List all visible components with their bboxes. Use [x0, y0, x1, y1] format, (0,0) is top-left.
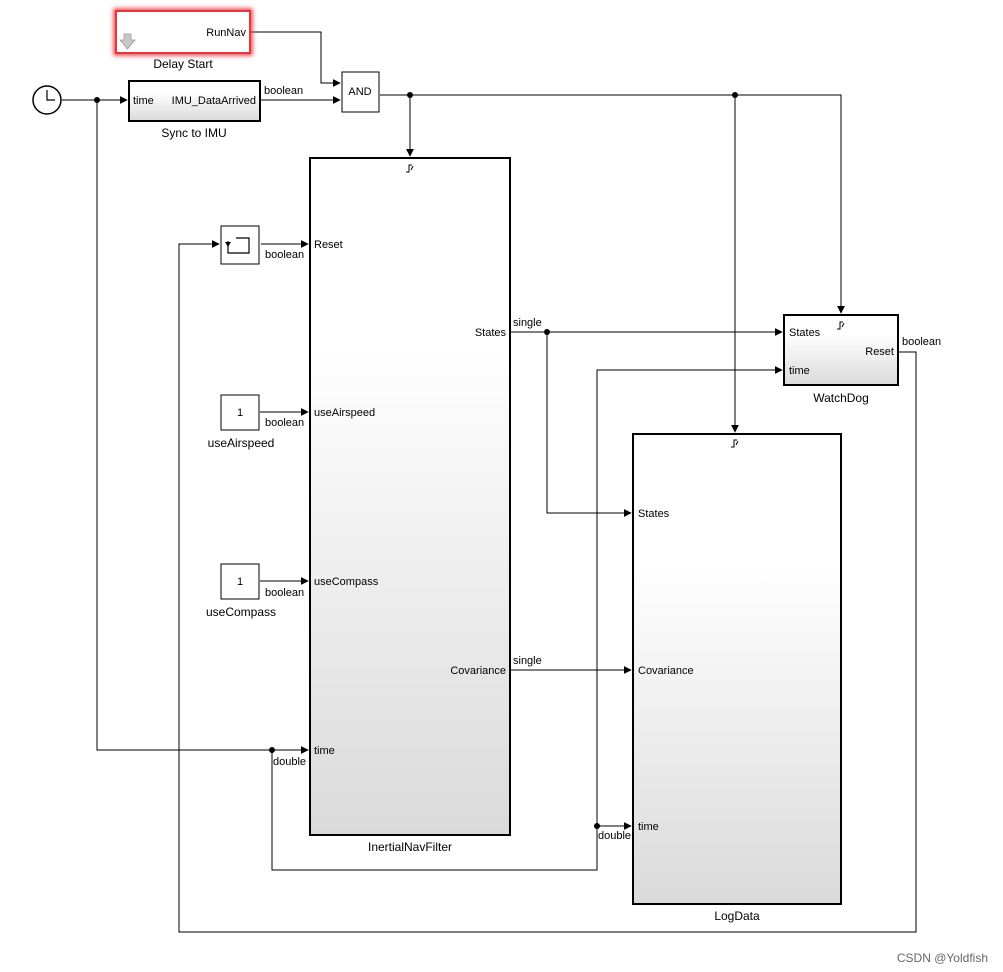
signal-label: boolean — [265, 249, 304, 261]
filter-out-covariance: Covariance — [450, 665, 506, 677]
sync-imu-caption: Sync to IMU — [161, 126, 226, 140]
logdata-in-time: time — [638, 821, 659, 833]
delay-start-block[interactable]: RunNav Delay Start — [113, 8, 253, 71]
trigger-arrow-icon — [735, 440, 739, 446]
use-compass-body — [220, 563, 260, 600]
use-airspeed-body — [220, 394, 260, 431]
and-block[interactable]: AND — [341, 71, 380, 113]
trigger-arrow-icon — [841, 322, 845, 328]
wire-clock-to-filter-time — [96, 100, 309, 754]
use-airspeed-value: 1 — [237, 407, 243, 419]
sync-imu-in-port: time — [133, 95, 154, 107]
clock-hands — [46, 90, 55, 101]
watchdog-in-time: time — [789, 365, 810, 377]
logdata-body — [632, 433, 842, 905]
signal-label: boolean — [265, 417, 304, 429]
watchdog-caption: WatchDog — [813, 391, 869, 405]
junction-time — [269, 747, 275, 753]
filter-in-compass: useCompass — [314, 576, 379, 588]
logdata-caption: LogData — [714, 909, 760, 923]
and-body — [341, 71, 380, 113]
signal-label: double — [273, 756, 306, 768]
wire-states-to-log — [546, 332, 632, 517]
signal-label: single — [513, 317, 542, 329]
memory-block[interactable] — [220, 225, 260, 265]
inertial-nav-filter-block[interactable]: Reset useAirspeed useCompass time States… — [309, 157, 511, 854]
filter-in-airspeed: useAirspeed — [314, 407, 375, 419]
wire-and-trunk — [380, 94, 845, 314]
use-airspeed-block[interactable]: 1 useAirspeed — [208, 394, 275, 450]
filter-body — [309, 157, 511, 836]
signal-labels: boolean boolean boolean boolean double s… — [264, 85, 941, 842]
trigger-icon — [406, 164, 412, 173]
junction-states — [544, 329, 550, 335]
trigger-arrow-icon — [410, 165, 414, 171]
signal-label: boolean — [902, 336, 941, 348]
logdata-block[interactable]: States Covariance time LogData — [632, 433, 842, 923]
use-compass-block[interactable]: 1 useCompass — [206, 563, 276, 619]
logdata-in-states: States — [638, 508, 670, 520]
signal-label: double — [598, 830, 631, 842]
trigger-icon — [731, 439, 737, 448]
watchdog-out-reset: Reset — [865, 346, 894, 358]
signal-label: boolean — [264, 85, 303, 97]
clock-block[interactable] — [32, 85, 62, 115]
wire-time-to-log — [271, 750, 632, 871]
filter-out-states: States — [475, 327, 507, 339]
watchdog-in-states: States — [789, 327, 821, 339]
and-label: AND — [348, 86, 371, 98]
wire-time-to-watchdog — [596, 366, 783, 826]
wire-reset-feedback — [178, 240, 917, 933]
filter-in-time: time — [314, 745, 335, 757]
use-compass-caption: useCompass — [206, 605, 276, 619]
memory-loop-arrow-icon — [225, 242, 231, 247]
watermark: CSDN @Yoldfish — [897, 951, 988, 965]
watchdog-body — [783, 314, 899, 386]
trigger-icon — [837, 321, 843, 330]
sync-imu-body — [128, 80, 261, 122]
junction-and-filter — [407, 92, 413, 98]
filter-caption: InertialNavFilter — [368, 840, 452, 854]
signal-label: single — [513, 655, 542, 667]
use-compass-value: 1 — [237, 576, 243, 588]
delay-start-body — [115, 10, 251, 54]
filter-in-reset: Reset — [314, 239, 343, 251]
arrow-down-icon — [119, 33, 136, 50]
junction-log-time — [594, 823, 600, 829]
memory-body — [220, 225, 260, 265]
delay-start-out-port: RunNav — [206, 27, 246, 39]
watchdog-block[interactable]: States time Reset WatchDog — [783, 314, 899, 405]
junctions — [94, 92, 738, 829]
logdata-in-covariance: Covariance — [638, 665, 694, 677]
sync-imu-block[interactable]: time IMU_DataArrived Sync to IMU — [128, 80, 261, 140]
signal-label: boolean — [265, 587, 304, 599]
wire-delay-to-and — [251, 31, 341, 87]
use-airspeed-caption: useAirspeed — [208, 436, 275, 450]
junction-and-log — [732, 92, 738, 98]
delay-start-caption: Delay Start — [153, 57, 213, 71]
memory-loop-icon — [227, 237, 250, 254]
sync-imu-out-port: IMU_DataArrived — [172, 95, 256, 107]
wires — [62, 31, 917, 933]
junction-clock — [94, 97, 100, 103]
